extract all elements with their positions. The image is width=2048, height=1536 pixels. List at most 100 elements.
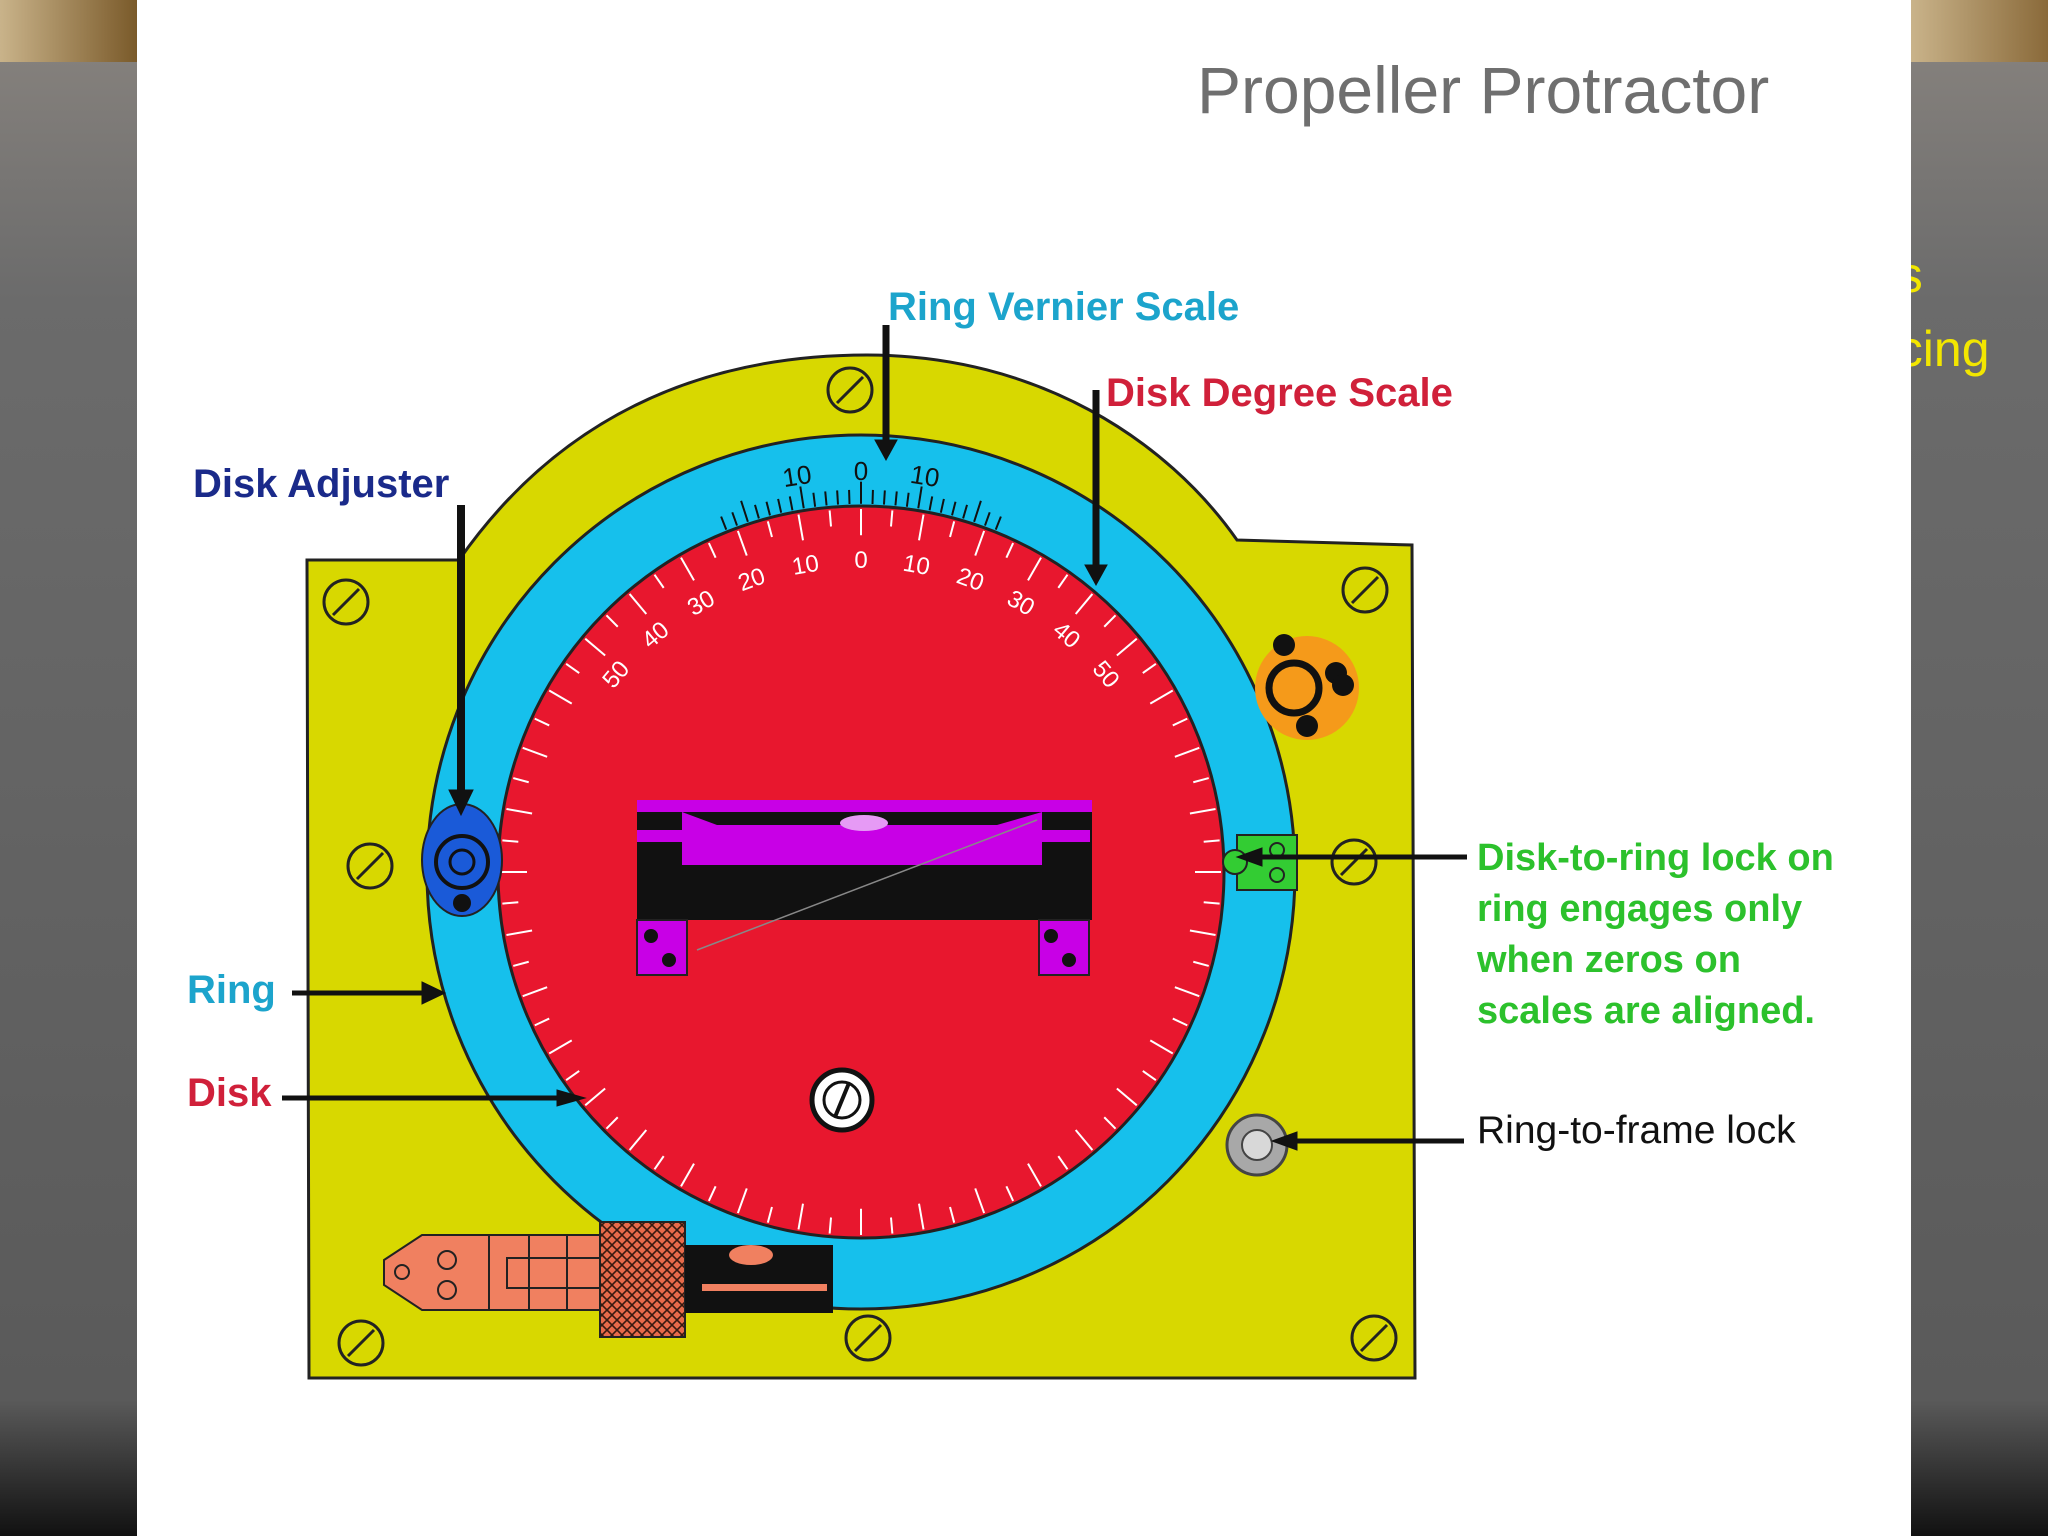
- vernier-tick: [765, 501, 771, 516]
- screw-icon: [1330, 838, 1378, 886]
- vernier-tick: [882, 490, 886, 505]
- disk-tick: [628, 1129, 648, 1151]
- disk-tick: [1116, 637, 1138, 657]
- disk-tick: [974, 1188, 986, 1214]
- disk-tick: [1189, 807, 1216, 815]
- disk-tick: [974, 530, 986, 556]
- disk-tick: [766, 1206, 773, 1223]
- disk-tick: [797, 514, 804, 541]
- vernier-tick: [984, 511, 991, 526]
- disk-tick: [889, 1217, 894, 1234]
- disk-degree-scale-label: Disk Degree Scale: [1106, 371, 1453, 415]
- disk-tick: [949, 521, 956, 538]
- vernier-tick: [799, 486, 805, 509]
- disk-tick: [1005, 542, 1015, 559]
- disk-tick: [1116, 1087, 1138, 1107]
- orange-knob: [1255, 634, 1359, 740]
- vernier-tick: [939, 498, 945, 513]
- slide-title: Propeller Protractor: [1197, 53, 1770, 127]
- vernier-scale-number: 10: [780, 459, 813, 493]
- label-line: Disk-to-ring lock on: [1477, 837, 1834, 879]
- vernier-scale-number: 0: [854, 456, 868, 486]
- disk-tick: [1149, 689, 1174, 705]
- vernier-tick: [731, 511, 738, 526]
- disk-adjuster: [421, 803, 503, 917]
- disk-tick: [513, 777, 529, 784]
- ring-vernier-scale-label: Ring Vernier Scale: [888, 285, 1239, 329]
- disk-tick: [736, 1188, 748, 1214]
- disk-tick: [1103, 1116, 1117, 1130]
- vernier-tick: [962, 504, 968, 519]
- disk-center-screw: [809, 1067, 875, 1133]
- disk-tick: [1142, 1070, 1157, 1082]
- disk-tick: [766, 521, 773, 538]
- label-line: ring engages only: [1477, 888, 1802, 930]
- label-line: scales are aligned.: [1477, 990, 1815, 1032]
- vernier-tick: [973, 500, 982, 523]
- level-vial-assembly: [636, 800, 1092, 976]
- screw-icon: [826, 366, 874, 414]
- disk-tick: [1193, 960, 1209, 967]
- disk-tick: [1027, 1163, 1042, 1187]
- disk-tick: [1189, 929, 1216, 937]
- screw-icon: [337, 1319, 385, 1367]
- disk-tick: [918, 1203, 925, 1230]
- bottom-clamp-assembly: [383, 1221, 833, 1338]
- disk-tick: [565, 1070, 580, 1082]
- ring-vernier-scale-numbers: 10 0 10: [780, 456, 941, 493]
- disk-tick: [1174, 746, 1200, 758]
- disk-tick: [680, 557, 695, 581]
- disk-tick: [653, 1155, 665, 1170]
- disk-tick: [797, 1203, 804, 1230]
- disk-tick: [584, 1087, 606, 1107]
- disk-tick: [522, 986, 548, 998]
- vernier-tick: [824, 491, 828, 506]
- disk-tick: [565, 662, 580, 674]
- vernier-tick: [836, 490, 840, 505]
- screw-icon: [1341, 566, 1389, 614]
- label-line: when zeros on: [1476, 939, 1741, 981]
- disk-tick: [1172, 1017, 1188, 1027]
- disk-tick: [889, 510, 894, 527]
- background-thumbnail: [0, 0, 137, 62]
- disk-tick: [1027, 557, 1042, 581]
- background-thumbnail: [1911, 0, 2048, 62]
- disk-tick: [1074, 1129, 1094, 1151]
- disk-tick: [1057, 1155, 1069, 1170]
- disk-tick: [653, 574, 665, 589]
- disk-label: Disk: [187, 1071, 272, 1115]
- disk-tick: [522, 746, 548, 758]
- disk-tick: [1174, 986, 1200, 998]
- vernier-tick: [777, 498, 783, 513]
- disk-tick: [1203, 839, 1220, 843]
- vernier-tick: [720, 516, 728, 531]
- disk-tick: [605, 614, 619, 628]
- disk-tick: [1149, 1039, 1174, 1055]
- disk-tick: [506, 929, 533, 937]
- disk-tick: [1203, 901, 1220, 905]
- disk-to-ring-lock-label: Disk-to-ring lock on ring engages only w…: [1476, 837, 1844, 1032]
- disk-scale-number: 10: [790, 550, 821, 581]
- disk-tick: [534, 1017, 550, 1027]
- disk-tick: [1005, 1185, 1015, 1202]
- vernier-tick: [740, 500, 749, 523]
- screw-icon: [1350, 1314, 1398, 1362]
- frame-screws: [322, 366, 1398, 1367]
- disk-tick: [548, 1039, 573, 1055]
- vernier-tick: [812, 492, 817, 507]
- screw-icon: [322, 578, 370, 626]
- pointer-arrows: [282, 325, 1467, 1151]
- disk-tick: [502, 839, 519, 843]
- vernier-scale-number: 10: [908, 459, 941, 493]
- disk-tick: [828, 1217, 833, 1234]
- disk-scale-number: 0: [854, 547, 867, 574]
- disk-tick: [534, 717, 550, 727]
- vernier-tick: [788, 496, 794, 511]
- disk-tick: [1074, 593, 1094, 615]
- disk-tick: [548, 689, 573, 705]
- ring-to-frame-lock: [1225, 1113, 1289, 1177]
- vernier-tick: [917, 486, 923, 509]
- disk-tick: [1103, 614, 1117, 628]
